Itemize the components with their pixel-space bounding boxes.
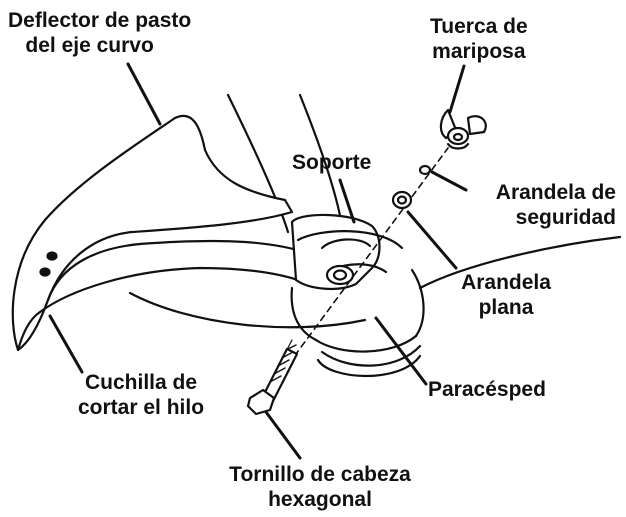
hex-bolt-drawing [246,339,299,416]
leader-lock-washer [430,170,468,192]
wing-nut-label-line2: mariposa [432,40,526,63]
grass-guard-bottom [314,334,418,353]
curved-shaft-left [226,93,290,234]
flat-washer-label-line1: Arandela [461,271,551,294]
leader-flat-washer [406,210,458,270]
rivet-bottom [39,267,51,277]
wing-nut-drawing [439,108,487,150]
grass-guard-label: Paracésped [428,378,546,401]
trimmer-head-outline [128,291,367,329]
deflector-inner-edge [16,310,42,352]
line-cutter-label-line2: cortar el hilo [77,396,205,419]
bracket-label: Soporte [292,151,372,174]
line-cutter-label: Cuchilla de cortar el hilo [56,370,226,420]
line-cutter-label-line1: Cuchilla de [84,371,198,394]
leader-deflector [126,62,162,126]
deflector-label-line2: del eje curvo [25,34,154,57]
assembly-axis [261,147,449,401]
curved-shaft-right [298,93,344,228]
leader-hex-bolt [264,410,302,460]
hex-bolt-label-line1: Tornillo de cabeza [229,463,411,486]
deflector-outline [11,114,294,352]
deflector-label: Deflector de pasto del eje curvo [8,8,191,58]
rivet-top [46,251,58,261]
bracket-detail [320,238,372,250]
wing-nut-label: Tuerca de mariposa [430,14,528,64]
lock-washer-label-line2: seguridad [515,206,616,229]
deflector-rim [46,239,322,302]
flat-washer-label-line2: plana [478,296,534,319]
grass-guard-side-left [290,286,318,342]
hex-bolt-label-line2: hexagonal [268,488,372,511]
grass-guard-side-right [410,268,425,338]
lock-washer-label: Arandela de seguridad [466,180,616,230]
flat-washer-label: Arandela plana [448,270,564,320]
deflector-label-line1: Deflector de pasto [8,9,192,32]
leader-bracket [338,178,356,224]
cutting-line [418,235,622,290]
flat-washer-drawing [391,190,413,210]
lock-washer-drawing [418,164,432,176]
leader-wing-nut [448,64,466,114]
lock-washer-label-line1: Arandela de [495,181,616,204]
leader-line-cutter [48,314,84,374]
grass-guard-top [296,230,404,250]
deflector-rim-lower [38,266,320,314]
hex-bolt-label: Tornillo de cabeza hexagonal [200,462,440,512]
wing-nut-label-line1: Tuerca de [430,15,528,38]
clamp-nut [325,264,355,286]
grass-guard-ring [320,344,422,367]
leader-grass-guard [374,316,428,386]
